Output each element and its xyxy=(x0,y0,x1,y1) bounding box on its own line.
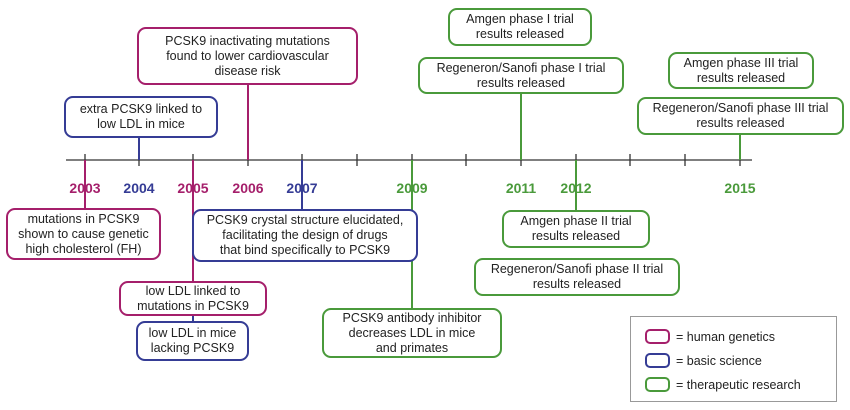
event-box-e2012a: Amgen phase II trial results released xyxy=(502,210,650,248)
event-box-e2015a: Amgen phase III trial results released xyxy=(668,52,814,89)
event-box-e2005a: low LDL linked to mutations in PCSK9 xyxy=(119,281,267,316)
legend-item-therapeutic-research: = therapeutic research xyxy=(645,377,801,392)
legend-item-human-genetics: = human genetics xyxy=(645,329,775,344)
event-box-e2004: extra PCSK9 linked to low LDL in mice xyxy=(64,96,218,138)
legend-label: = human genetics xyxy=(676,329,776,344)
year-label-2011: 2011 xyxy=(505,180,537,196)
legend-swatch-basic-science xyxy=(645,353,670,368)
year-label-2006: 2006 xyxy=(232,180,264,196)
year-label-2005: 2005 xyxy=(177,180,209,196)
year-label-2015: 2015 xyxy=(724,180,756,196)
event-box-e2006: PCSK9 inactivating mutations found to lo… xyxy=(137,27,358,85)
year-label-2009: 2009 xyxy=(396,180,428,196)
event-box-e2003: mutations in PCSK9 shown to cause geneti… xyxy=(6,208,161,260)
event-box-e2011b: Regeneron/Sanofi phase I trial results r… xyxy=(418,57,624,94)
event-box-e2005b: low LDL in mice lacking PCSK9 xyxy=(136,321,249,361)
legend-item-basic-science: = basic science xyxy=(645,353,762,368)
year-label-2004: 2004 xyxy=(123,180,155,196)
legend: = human genetics = basic science = thera… xyxy=(630,316,837,402)
year-label-2003: 2003 xyxy=(69,180,101,196)
event-box-e2009: PCSK9 antibody inhibitor decreases LDL i… xyxy=(322,308,502,358)
legend-swatch-human-genetics xyxy=(645,329,670,344)
year-label-2012: 2012 xyxy=(560,180,592,196)
legend-swatch-therapeutic-research xyxy=(645,377,670,392)
legend-label: = therapeutic research xyxy=(676,377,801,392)
year-label-2007: 2007 xyxy=(286,180,318,196)
event-box-e2012b: Regeneron/Sanofi phase II trial results … xyxy=(474,258,680,296)
event-box-e2015b: Regeneron/Sanofi phase III trial results… xyxy=(637,97,844,135)
legend-label: = basic science xyxy=(676,353,762,368)
event-box-e2007: PCSK9 crystal structure elucidated, faci… xyxy=(192,209,418,262)
event-box-e2011a: Amgen phase I trial results released xyxy=(448,8,592,46)
